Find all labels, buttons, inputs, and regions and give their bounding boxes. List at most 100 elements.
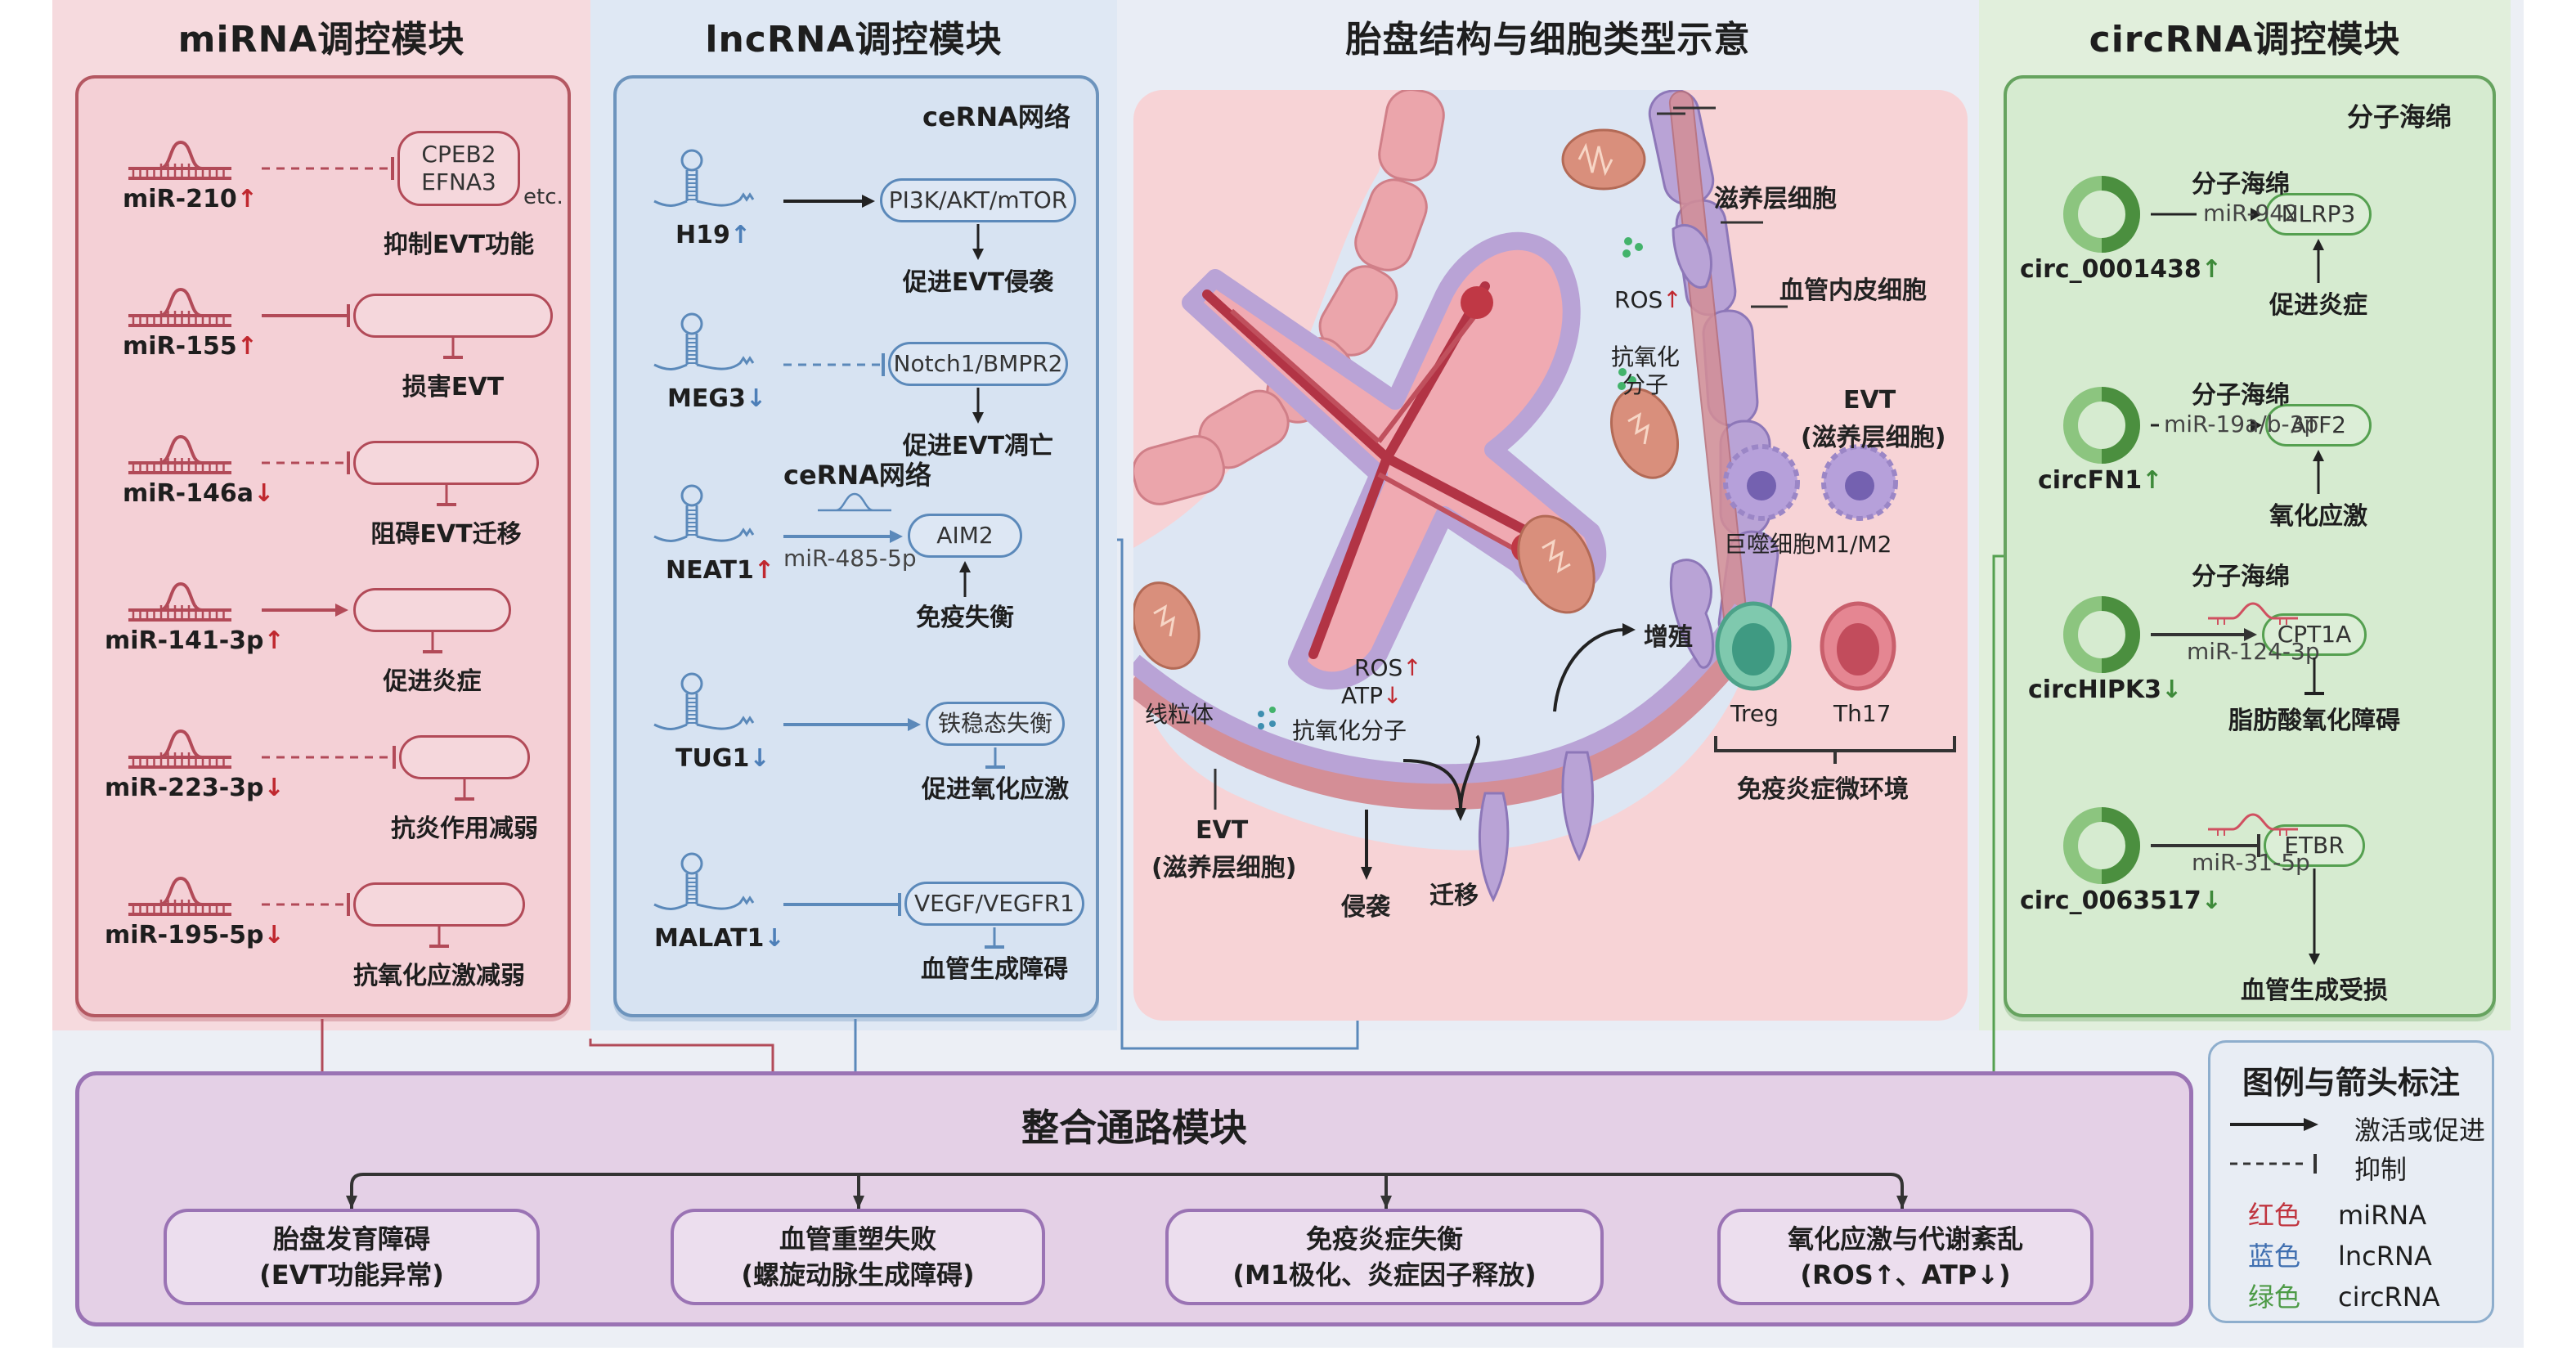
- mirna-target-pill: [399, 735, 530, 779]
- circrna-label: circFN1↑: [2038, 466, 2162, 495]
- rna-name: miR-155: [123, 332, 237, 361]
- circrna-relation: [2151, 628, 2257, 641]
- down-arrow-icon: ↓: [263, 774, 285, 802]
- circrna-label: circ_0063517↓: [2020, 886, 2222, 915]
- mirna-effect: 损害EVT: [402, 373, 505, 402]
- lncrna-hairpin-icon: [653, 484, 755, 542]
- mirna-effect: 抑制EVT功能: [383, 231, 535, 259]
- mirna-target-pill: [353, 294, 553, 338]
- mirna-label: miR-155↑: [123, 332, 258, 361]
- lncrna-target-pill: VEGF/VEGFR1: [904, 882, 1084, 926]
- outcome-box: 氧化应激与代谢紊乱(ROS↑、ATP↓): [1717, 1209, 2094, 1305]
- label-antioxidant-bottom: 抗氧化分子: [1292, 717, 1407, 744]
- mirna-effect-link: [436, 485, 456, 506]
- activate-arrow: [783, 530, 903, 543]
- mirna-target-pill: [353, 882, 525, 927]
- molecular-sponge-label: 分子海绵: [2192, 381, 2290, 410]
- label-macrophage: 巨噬细胞M1/M2: [1724, 531, 1892, 558]
- circrna-relation: [2151, 208, 2262, 221]
- down-arrow-icon: ↓: [1382, 682, 1402, 709]
- lncrna-effect-link: [972, 224, 984, 260]
- inhibit-arrow: [436, 485, 456, 506]
- down-arrow-icon: ↓: [749, 744, 770, 773]
- th17-cell-icon: [1820, 601, 1896, 691]
- rna-name: circHIPK3: [2028, 676, 2162, 704]
- syncytiotrophoblast-left-cells: [1133, 90, 1445, 505]
- up-arrow-icon: ↑: [2142, 466, 2163, 495]
- mediator-mirna: miR-124-3p: [2187, 638, 2320, 665]
- macrophage-m1-icon: [1723, 444, 1800, 521]
- mirna-module-title: miRNA调控模块: [177, 19, 465, 61]
- circrna-ring-icon: [2063, 176, 2140, 253]
- circrna-relation: [2151, 419, 2262, 432]
- mirna-duplex-icon: [128, 581, 231, 622]
- legend-color-name: 红色: [2248, 1200, 2301, 1231]
- inhibit-arrow: [422, 632, 442, 653]
- outcome-subtitle: (EVT功能异常): [259, 1259, 444, 1290]
- mediator-mirna: miR-31-5p: [2192, 849, 2310, 876]
- treg-cell-icon: [1715, 601, 1792, 691]
- lncrna-subheader: ceRNA网络: [922, 101, 1070, 132]
- process-arrows: [1365, 628, 1625, 867]
- label-evt-right-2: (滋养层细胞): [1801, 424, 1946, 452]
- target-line: EFNA3: [421, 168, 496, 195]
- mirna-label: miR-223-3p↓: [105, 774, 285, 802]
- activate-arrow: [972, 388, 984, 424]
- rna-name: MALAT1: [654, 924, 765, 953]
- outcome-box: 免疫炎症失衡(M1极化、炎症因子释放): [1165, 1209, 1604, 1305]
- lncrna-effect-link: [985, 927, 1004, 949]
- lncrna-hairpin-icon: [653, 672, 755, 730]
- circrna-module-title: circRNA调控模块: [2089, 19, 2401, 61]
- lncrna-hairpin-icon: [653, 852, 755, 910]
- mirna-effect-link: [443, 338, 463, 359]
- lncrna-hairpin-icon: [653, 312, 755, 370]
- lncrna-target-pill: PI3K/AKT/mTOR: [880, 178, 1076, 222]
- activate-arrow: [2151, 628, 2257, 641]
- label-th17: Th17: [1833, 700, 1892, 727]
- mirna-effect-link: [429, 927, 449, 948]
- legend-inhibit-label: 抑制: [2354, 1154, 2408, 1185]
- outcome-box: 血管重塑失败(螺旋动脉生成障碍): [671, 1209, 1045, 1305]
- label-ros-top: ROS↑: [1614, 286, 1682, 313]
- inhibit-arrow: [2151, 834, 2260, 857]
- lncrna-label: MALAT1↓: [654, 924, 785, 953]
- lncrna-effect-link: [959, 561, 971, 597]
- label-trophoblast: 滋养层细胞: [1714, 185, 1837, 213]
- rna-name: NEAT1: [666, 556, 754, 585]
- rna-name: miR-223-3p: [105, 774, 264, 802]
- legend-arrow-samples: [2230, 1118, 2318, 1174]
- inhibit-arrow: [2304, 658, 2324, 695]
- legend-title: 图例与箭头标注: [2242, 1065, 2460, 1101]
- lncrna-effect-link: [972, 388, 984, 424]
- rna-name: H19: [675, 221, 730, 249]
- up-arrow-icon: ↑: [236, 332, 258, 361]
- placenta-illustration: 滋养层细胞 血管内皮细胞 EVT (滋养层细胞) ROS↑ 抗氧化分子 线粒体 …: [1133, 90, 1968, 1021]
- target-line: CPEB2: [421, 141, 496, 168]
- lncrna-relation: [783, 530, 903, 543]
- circrna-target-pill: ETBR: [2264, 824, 2365, 867]
- activate-arrow: [2309, 868, 2320, 965]
- up-arrow-icon: ↑: [2201, 255, 2222, 284]
- label-antioxidant-top: 抗氧化分子: [1611, 343, 1680, 399]
- circrna-effect: 氧化应激: [2269, 502, 2367, 531]
- mediator-mirna: miR-19a/b-3p: [2164, 411, 2319, 438]
- circrna-target-pill: ATF2: [2265, 404, 2372, 447]
- circrna-target-pill: NLRP3: [2265, 193, 2372, 236]
- inhibit-arrow: [455, 779, 474, 801]
- circrna-effect-link: [2309, 868, 2320, 965]
- circrna-effect: 促进炎症: [2269, 291, 2367, 320]
- down-arrow-icon: ↓: [253, 479, 275, 508]
- outcome-title: 免疫炎症失衡: [1305, 1223, 1463, 1254]
- label-proliferation: 增殖: [1644, 623, 1693, 652]
- mirna-relation: [262, 604, 348, 617]
- activate-arrow: [783, 195, 875, 208]
- label-mitochondria: 线粒体: [1145, 701, 1214, 728]
- lncrna-relation: [783, 195, 875, 208]
- inhibit-arrow: [443, 338, 463, 359]
- inhibit-arrow: [783, 353, 885, 376]
- inhibit-arrow: [262, 157, 394, 180]
- antioxidant-line2: 分子: [1622, 371, 1669, 398]
- mirna-duplex-icon: [128, 434, 231, 474]
- circrna-subheader: 分子海绵: [2347, 101, 2453, 132]
